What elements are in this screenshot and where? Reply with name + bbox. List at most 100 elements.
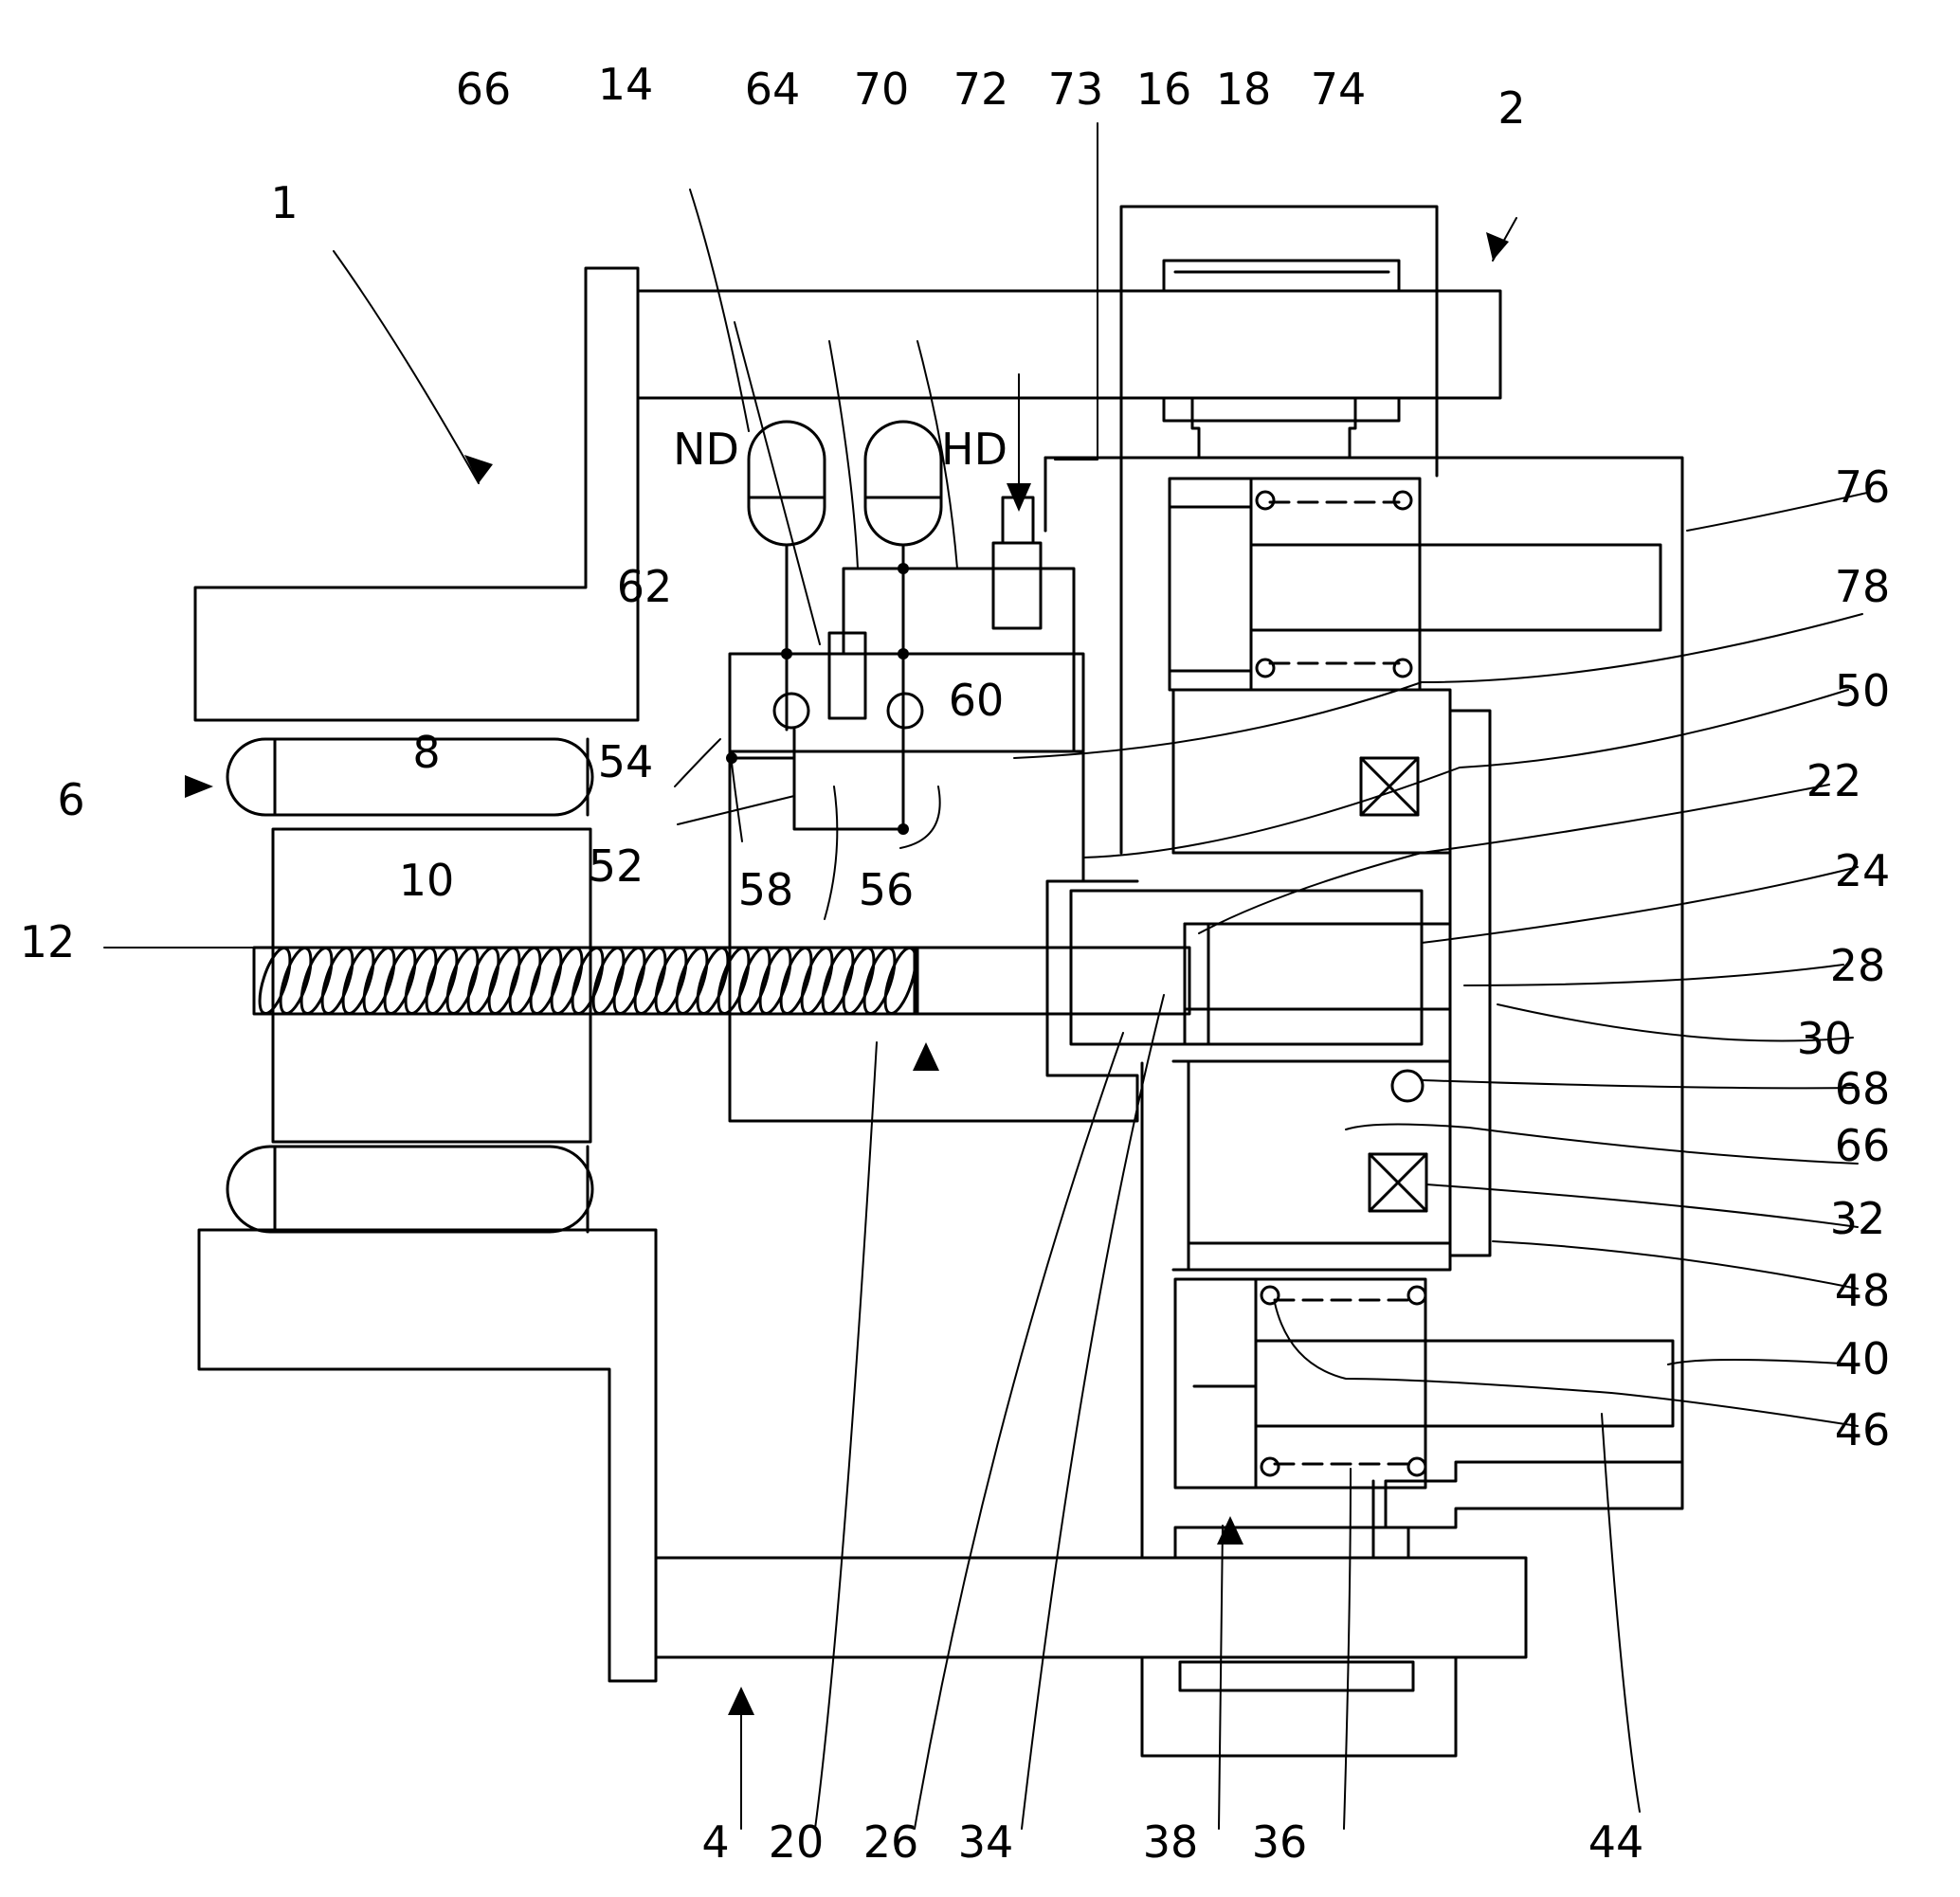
label-hd: HD	[941, 424, 1007, 475]
upper-piston-rod	[1251, 545, 1661, 630]
label-nd: ND	[673, 424, 739, 475]
check-valve-58	[888, 694, 922, 728]
upper-cylinder-block	[1170, 479, 1420, 690]
thread-coil	[587, 945, 629, 1017]
upper-beam-14	[638, 291, 1500, 398]
thread-coil	[837, 945, 880, 1017]
seal-ring	[1394, 659, 1411, 677]
hydraulic-lines	[730, 462, 1074, 829]
reference-numeral-62: 62	[617, 561, 673, 612]
seal-ring	[1408, 1287, 1425, 1304]
reference-numeral-30: 30	[1797, 1013, 1853, 1064]
reference-numeral-70: 70	[854, 63, 910, 115]
reference-numeral-16: 16	[1136, 63, 1192, 115]
thread-coil	[566, 945, 608, 1017]
lower-bearing-housing	[1142, 1657, 1456, 1756]
thread-coil	[670, 945, 713, 1017]
thread-coil	[628, 945, 671, 1017]
upper-frame-member	[195, 268, 638, 720]
reference-numeral-10: 10	[399, 855, 455, 906]
thread-coil	[691, 945, 734, 1017]
reference-numeral-60: 60	[949, 675, 1005, 726]
reference-numeral-46: 46	[1835, 1404, 1891, 1455]
housing-inner-wall	[1045, 458, 1437, 531]
thread-coil	[816, 945, 859, 1017]
seal-ring	[1257, 492, 1274, 509]
thread-coil	[462, 945, 504, 1017]
reference-numeral-8: 8	[412, 727, 440, 778]
thread-coil	[441, 945, 483, 1017]
reference-numeral-4: 4	[701, 1816, 729, 1868]
reference-numeral-66: 66	[456, 63, 512, 115]
label-layer: 1246810121416182022242628303234363840444…	[20, 59, 1891, 1868]
thread-coil	[712, 945, 754, 1017]
thread-coil	[608, 945, 650, 1017]
thread-coil	[649, 945, 692, 1017]
reference-numeral-32: 32	[1830, 1193, 1886, 1244]
reference-numeral-76: 76	[1835, 461, 1891, 513]
motor-coil-32	[1370, 1154, 1426, 1211]
reference-numeral-56: 56	[859, 864, 915, 915]
upper-bearing-18	[1164, 261, 1399, 291]
reference-numeral-12: 12	[20, 916, 76, 967]
thread-coil	[858, 945, 900, 1017]
reference-numeral-1: 1	[270, 177, 298, 228]
thread-coil	[545, 945, 588, 1017]
reference-numeral-68: 68	[1835, 1063, 1891, 1114]
reference-numeral-34: 34	[958, 1816, 1014, 1868]
thread-coil	[482, 945, 525, 1017]
seal-ring	[1408, 1458, 1425, 1475]
reference-numeral-6: 6	[57, 774, 84, 825]
reference-numeral-20: 20	[769, 1816, 825, 1868]
motor-housing	[1173, 690, 1450, 1270]
check-valve-68	[1392, 1071, 1423, 1101]
thread-coil	[774, 945, 817, 1017]
accumulator-nd	[749, 422, 825, 545]
thread-coil	[524, 945, 567, 1017]
reference-numeral-73: 73	[1048, 63, 1104, 115]
seal-ring	[1394, 492, 1411, 509]
thread-coil	[295, 945, 337, 1017]
reference-numeral-66: 66	[1835, 1120, 1891, 1171]
reference-numeral-44: 44	[1588, 1816, 1644, 1868]
reference-numeral-24: 24	[1835, 845, 1891, 896]
reference-numeral-58: 58	[738, 864, 794, 915]
motor-housing-outer	[1450, 711, 1490, 1256]
spring-element-8	[227, 739, 592, 815]
seal-ring	[1261, 1458, 1279, 1475]
reference-numeral-14: 14	[598, 59, 654, 110]
valve-72	[993, 543, 1041, 628]
lower-frame-member	[199, 1230, 656, 1681]
reference-numeral-50: 50	[1835, 665, 1891, 716]
lower-cylinder-block	[1175, 1279, 1425, 1488]
piston-24	[1071, 891, 1422, 1044]
upper-bearing-lower-race	[1164, 398, 1399, 421]
junction-dots	[726, 563, 909, 835]
lower-beam-4	[656, 1558, 1526, 1657]
reference-numeral-78: 78	[1835, 561, 1891, 612]
reference-numeral-2: 2	[1497, 82, 1525, 134]
thread-coil	[253, 945, 296, 1017]
reference-numeral-38: 38	[1143, 1816, 1199, 1868]
seal-ring	[1257, 659, 1274, 677]
accumulator-hd	[865, 422, 941, 545]
valve-62	[829, 633, 865, 718]
spindle-thread	[253, 945, 921, 1017]
piston-rod-28	[1185, 924, 1450, 1009]
thread-coil	[733, 945, 775, 1017]
thread-coil	[378, 945, 421, 1017]
reference-numeral-72: 72	[953, 63, 1009, 115]
thread-coil	[503, 945, 546, 1017]
seal-ring	[1261, 1287, 1279, 1304]
thread-coil	[316, 945, 358, 1017]
reference-numeral-48: 48	[1835, 1265, 1891, 1316]
reference-numeral-54: 54	[598, 736, 654, 787]
reference-numeral-64: 64	[745, 63, 801, 115]
check-valve-54	[774, 694, 808, 728]
reference-numeral-28: 28	[1830, 940, 1886, 991]
reference-numeral-22: 22	[1806, 755, 1862, 806]
thread-coil	[399, 945, 442, 1017]
thread-coil	[274, 945, 317, 1017]
reference-numeral-36: 36	[1252, 1816, 1308, 1868]
